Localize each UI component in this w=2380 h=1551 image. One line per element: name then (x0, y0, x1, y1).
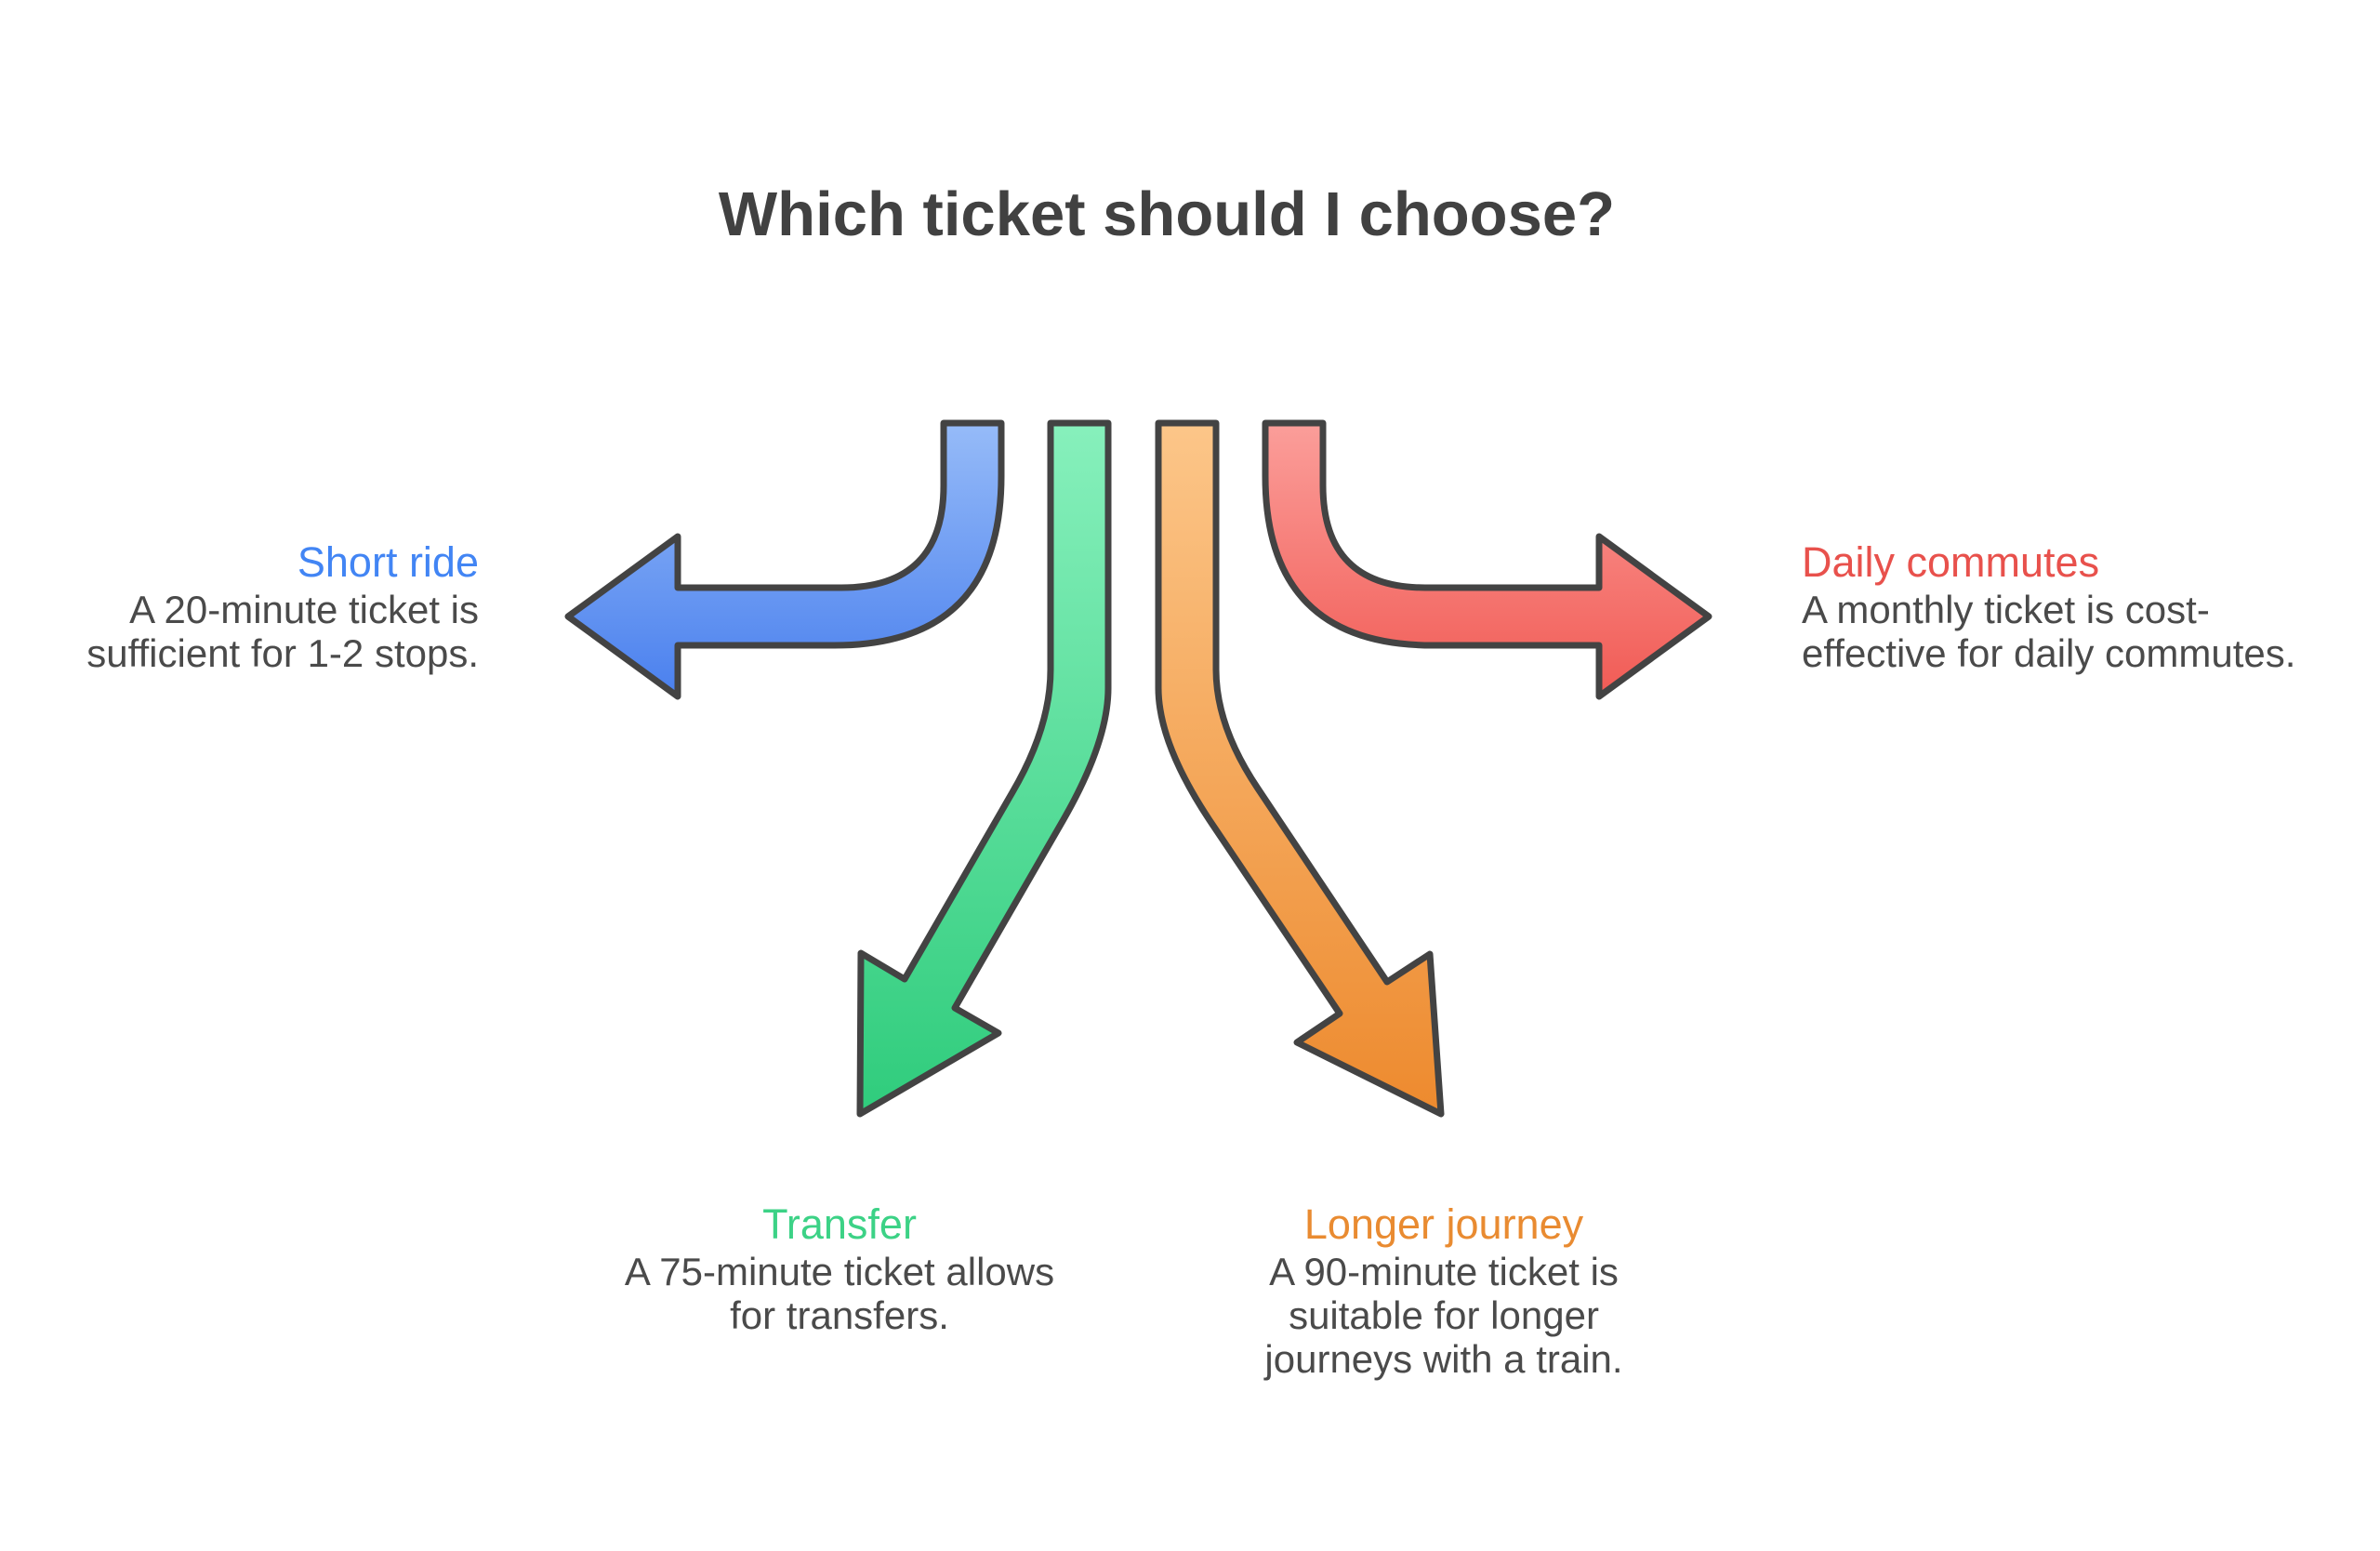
arrow-short-ride (564, 419, 1005, 700)
arrow-longer-journey (1155, 419, 1445, 1118)
branch-desc-line: for transfers. (730, 1293, 949, 1337)
branch-desc-line: A 75-minute ticket allows (624, 1250, 1055, 1293)
arrow-transfer (856, 419, 1112, 1118)
branch-label-transfer: Transfer (762, 1200, 917, 1248)
branch-desc-line: sufficient for 1-2 stops. (86, 631, 479, 675)
branch-label-longer-journey: Longer journey (1303, 1200, 1584, 1248)
branch-desc-line: journeys with a train. (1264, 1337, 1623, 1381)
branch-desc-line: suitable for longer (1289, 1293, 1599, 1337)
arrow-daily-commutes (1262, 419, 1712, 700)
branch-desc-line: A monthly ticket is cost- (1802, 588, 2210, 631)
branch-text-daily-commutes: Daily commutes A monthly ticket is cost-… (1802, 537, 2295, 675)
branch-desc-line: A 90-minute ticket is (1269, 1250, 1619, 1293)
branch-label-short-ride: Short ride (297, 538, 479, 586)
branch-text-longer-journey: Longer journey A 90-minute ticket is sui… (1264, 1200, 1622, 1381)
branch-label-daily-commutes: Daily commutes (1802, 538, 2100, 586)
branch-text-short-ride: Short ride A 20-minute ticket is suffici… (86, 537, 479, 675)
branch-text-transfer: Transfer A 75-minute ticket allows for t… (625, 1200, 1054, 1337)
branch-desc-line: A 20-minute ticket is (129, 588, 479, 631)
page-title: Which ticket should I choose? (718, 179, 1616, 249)
branch-desc-line: effective for daily commutes. (1802, 631, 2296, 675)
